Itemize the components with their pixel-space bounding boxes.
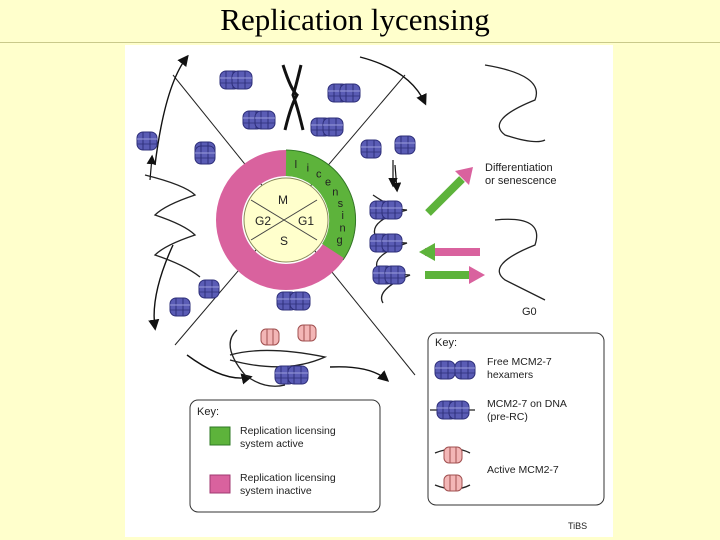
licensing-letter: n [339, 222, 345, 234]
mcm-on-dna [194, 145, 216, 165]
cell-cycle-ring [216, 149, 357, 290]
phase-label-m: M [278, 193, 288, 207]
dna-strand [484, 64, 546, 143]
source-credit: TiBS [568, 521, 587, 531]
phase-label-g1: G1 [298, 214, 314, 228]
dna-strand [372, 194, 411, 304]
swatch-inactive [209, 474, 231, 494]
licensing-letter: i [342, 210, 344, 222]
slide-title: Replication lycensing [220, 2, 490, 37]
licensing-letter: e [325, 176, 331, 188]
title-bar: Replication lycensing [0, 0, 720, 43]
licensing-letter: i [307, 162, 309, 174]
mcm-on-dna-group [369, 200, 406, 285]
dna-strand [144, 174, 201, 278]
licensing-letter: l [295, 159, 297, 171]
licensing-letter: n [332, 187, 338, 199]
licensing-letter: c [316, 168, 322, 180]
licensing-letter: g [337, 234, 343, 246]
svg-text:Key:: Key: [197, 406, 219, 418]
phase-label-s: S [280, 234, 288, 248]
cycle-arrow [359, 56, 427, 106]
mcm-on-dna [169, 297, 191, 317]
g0-exit-arrow [419, 243, 480, 261]
cycle-arrow [154, 54, 189, 166]
svg-text:Active MCM2-7: Active MCM2-7 [487, 464, 559, 476]
licensing-letter: s [338, 198, 344, 210]
swatch-active [209, 426, 231, 446]
replication-bubble [229, 291, 328, 387]
dna-strand [494, 218, 546, 301]
g0-label: G0 [522, 306, 537, 318]
svg-text:Key:: Key: [435, 337, 457, 349]
cycle-arrow [329, 366, 390, 382]
differentiation-arrow [425, 167, 473, 216]
cycle-arrow [186, 354, 253, 385]
cycle-arrow [391, 164, 402, 193]
svg-text:MCM2-7 on DNA(pre-RC): MCM2-7 on DNA(pre-RC) [487, 398, 567, 423]
g0-entry-arrow [425, 266, 485, 284]
phase-label-g2: G2 [255, 214, 271, 228]
cycle-arrow [148, 244, 174, 331]
chromosome-icon [281, 64, 305, 131]
